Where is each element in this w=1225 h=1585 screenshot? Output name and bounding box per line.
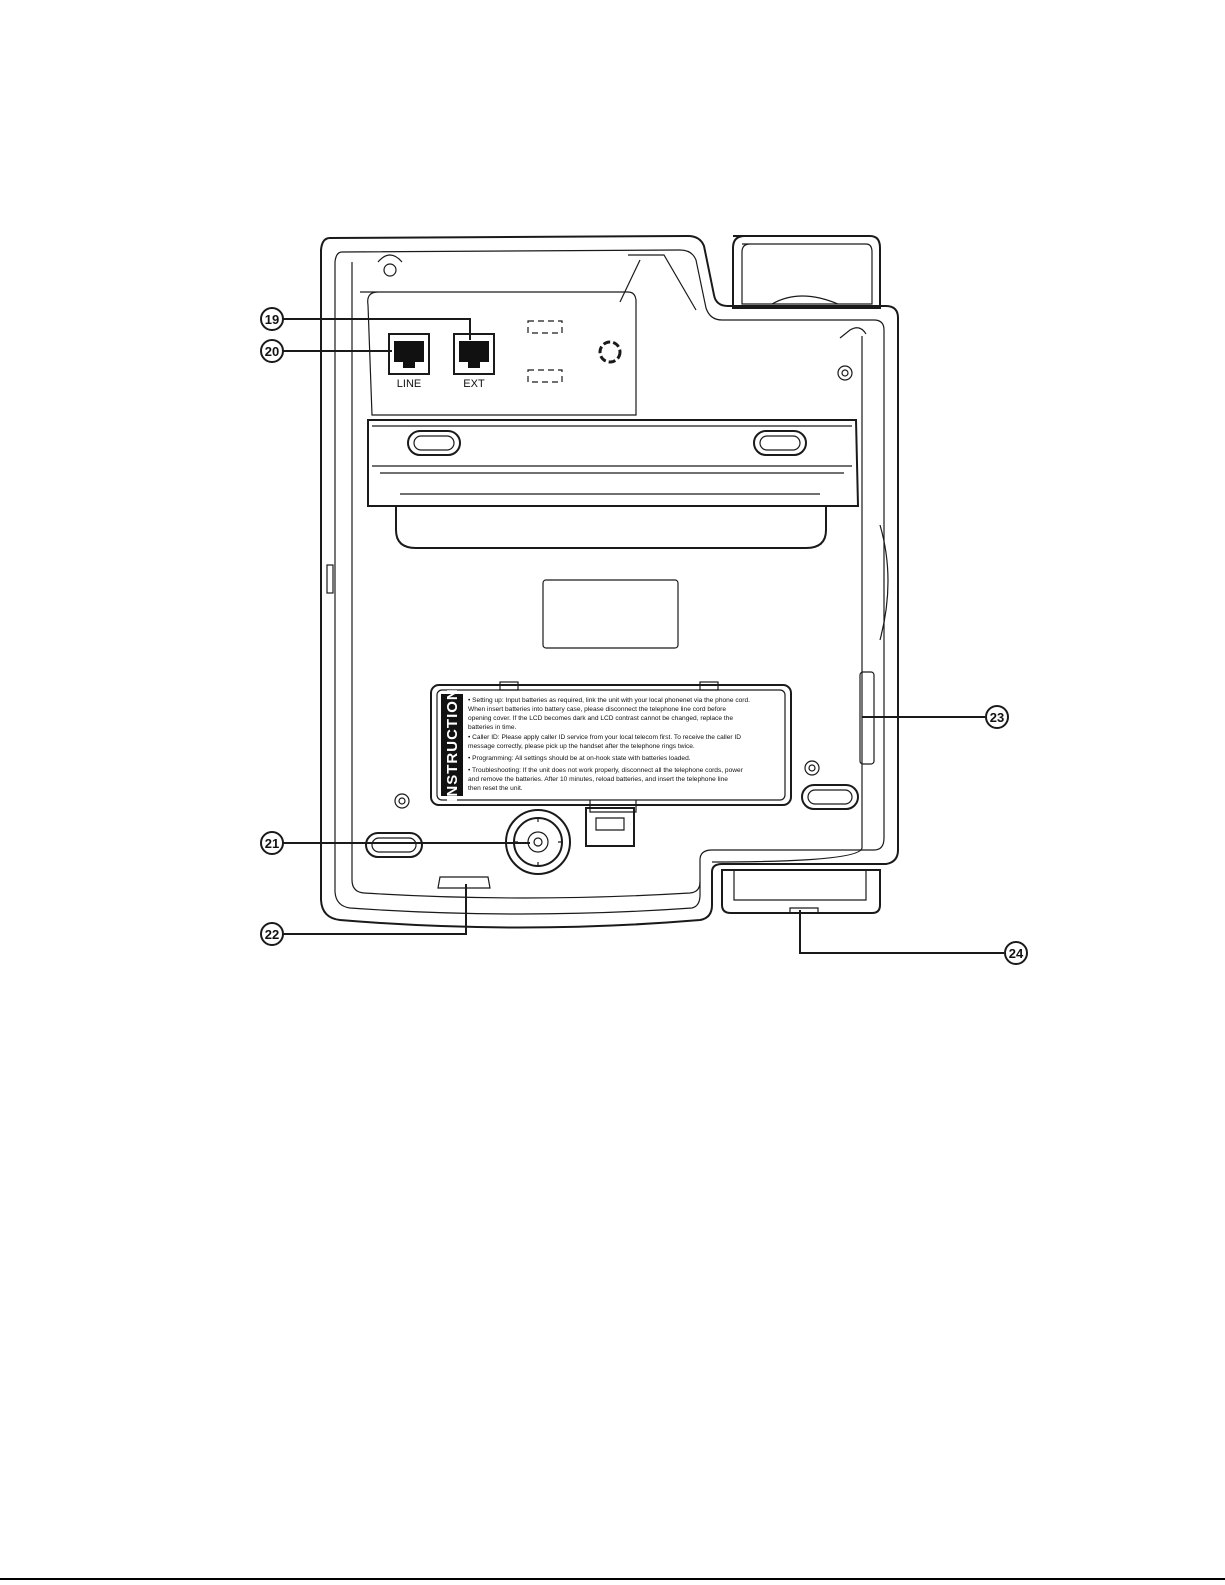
label-plate — [542, 579, 679, 649]
instruction-line: • Caller ID: Please apply caller ID serv… — [468, 734, 741, 741]
callout-leaders — [283, 318, 1004, 954]
callout-number: 22 — [265, 927, 279, 942]
callout-22: 22 — [260, 922, 284, 946]
jack-panel — [360, 291, 637, 416]
callout-21: 21 — [260, 831, 284, 855]
callout-number: 23 — [990, 710, 1004, 725]
instruction-line: batteries in time. — [468, 724, 517, 731]
instruction-line: • Setting up: Input batteries as require… — [468, 697, 750, 704]
callout-number: 24 — [1009, 946, 1024, 961]
wall-hook — [377, 254, 403, 277]
instruction-line: message correctly, please pick up the ha… — [468, 743, 695, 750]
instruction-line: then reset the unit. — [468, 785, 523, 792]
handset-cradle — [721, 235, 881, 914]
callout-24: 24 — [1004, 941, 1028, 965]
callout-20: 20 — [260, 339, 284, 363]
instruction-text: • Setting up: Input batteries as require… — [468, 697, 750, 792]
ext-port-label: EXT — [463, 378, 485, 390]
callout-number: 19 — [265, 312, 279, 327]
callout-number: 20 — [265, 344, 279, 359]
instruction-line: and remove the batteries. After 10 minut… — [468, 776, 728, 783]
callout-23: 23 — [985, 705, 1009, 729]
screw-holes — [394, 365, 853, 809]
rubber-feet — [365, 784, 859, 858]
callout-19: 19 — [260, 307, 284, 331]
phone-base-body — [320, 234, 899, 929]
instruction-title: INSTRUCTION — [444, 688, 461, 802]
desk-stand — [367, 419, 860, 549]
instruction-line: opening cover. If the LCD becomes dark a… — [468, 715, 733, 722]
battery-cover — [430, 684, 792, 847]
instruction-line: • Programming: All settings should be at… — [468, 755, 691, 762]
instruction-line: When insert batteries into battery case,… — [468, 706, 726, 713]
callout-number: 21 — [265, 836, 279, 851]
line-port-label: LINE — [397, 378, 421, 390]
instruction-line: • Troubleshooting: If the unit does not … — [468, 767, 744, 774]
page-bottom-rule — [0, 1578, 1225, 1580]
